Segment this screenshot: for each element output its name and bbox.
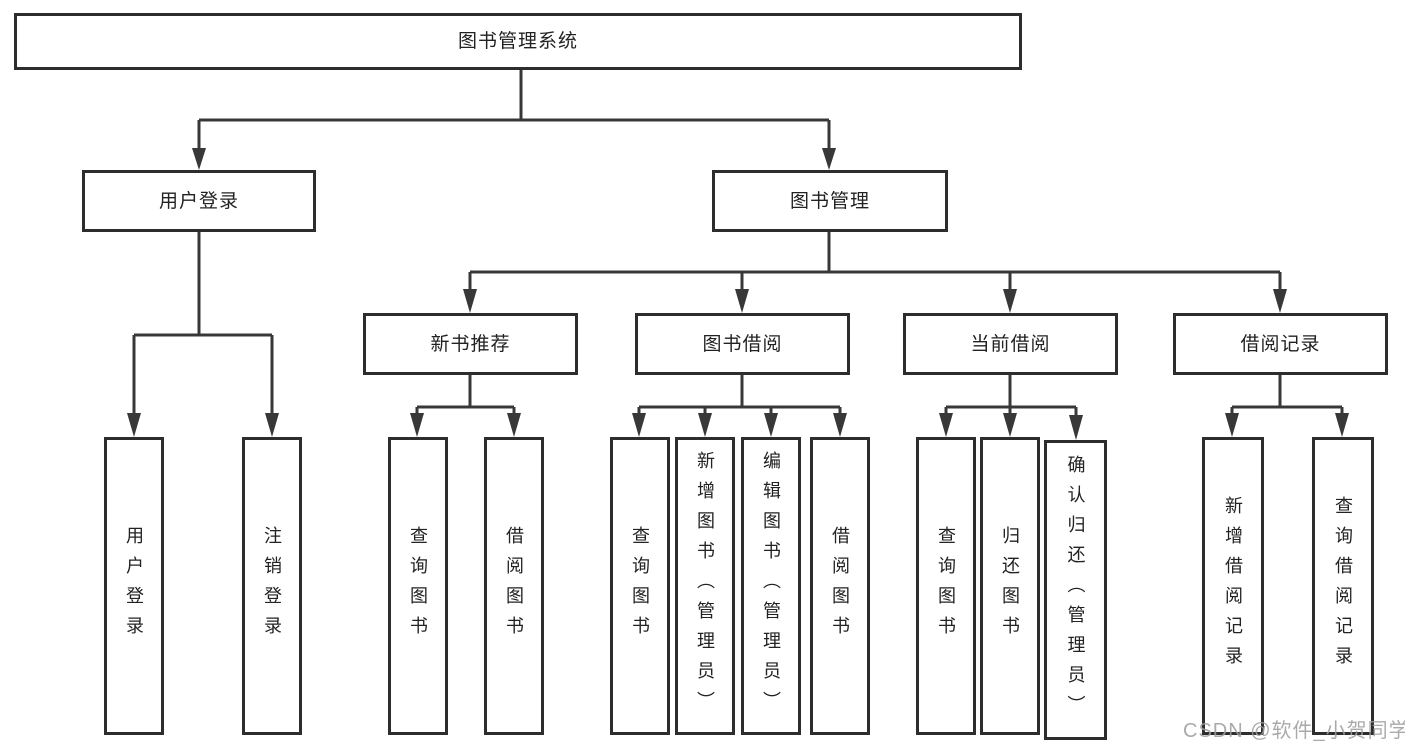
leaf-add-books-admin: 新增图书（管理员） bbox=[675, 437, 735, 735]
arrow-down-icon bbox=[632, 413, 646, 437]
arrow-down-icon bbox=[1003, 413, 1017, 437]
leaf-recommend-query-books: 查询图书 bbox=[388, 437, 448, 735]
edge-root-to-level2 bbox=[192, 70, 836, 170]
csdn-watermark: CSDN @软件_小贺同学 bbox=[1183, 720, 1405, 742]
node-label: 新增借阅记录 bbox=[1223, 496, 1243, 676]
node-label: 查询图书 bbox=[936, 526, 956, 646]
edge-current-borrow-to-leaves bbox=[939, 375, 1083, 440]
arrow-down-icon bbox=[1273, 289, 1287, 313]
leaf-user-login: 用户登录 bbox=[104, 437, 164, 735]
arrow-down-icon bbox=[463, 289, 477, 313]
arrow-down-icon bbox=[1003, 289, 1017, 313]
node-label: 新增图书（管理员） bbox=[695, 451, 715, 721]
arrow-down-icon bbox=[939, 413, 953, 437]
leaf-logout: 注销登录 bbox=[242, 437, 302, 735]
node-label: 当前借阅 bbox=[970, 333, 1051, 355]
node-label: 归还图书 bbox=[1000, 526, 1020, 646]
arrow-down-icon bbox=[127, 413, 141, 437]
node-label: 借阅图书 bbox=[504, 526, 524, 646]
arrow-down-icon bbox=[735, 289, 749, 313]
node-label: 用户登录 bbox=[124, 526, 144, 646]
node-label: 新书推荐 bbox=[430, 333, 511, 355]
arrow-down-icon bbox=[822, 148, 836, 170]
node-book-borrow: 图书借阅 bbox=[635, 313, 850, 375]
edge-book-management-to-level3 bbox=[463, 232, 1287, 313]
node-current-borrow: 当前借阅 bbox=[903, 313, 1118, 375]
edge-new-book-recommend-to-leaves bbox=[410, 375, 521, 437]
leaf-borrow-books: 借阅图书 bbox=[810, 437, 870, 735]
node-label: 确认归还（管理员） bbox=[1065, 455, 1086, 725]
node-library-management-system: 图书管理系统 bbox=[14, 13, 1022, 70]
node-borrow-records: 借阅记录 bbox=[1173, 313, 1388, 375]
leaf-recommend-borrow-books: 借阅图书 bbox=[484, 437, 544, 735]
leaf-current-query-books: 查询图书 bbox=[916, 437, 976, 735]
node-label: 图书管理 bbox=[789, 190, 870, 212]
arrow-down-icon bbox=[192, 148, 206, 170]
node-label: 查询借阅记录 bbox=[1333, 496, 1353, 676]
node-label: 借阅图书 bbox=[830, 526, 850, 646]
arrow-down-icon bbox=[265, 413, 279, 437]
arrow-down-icon bbox=[698, 413, 712, 437]
node-label: 借阅记录 bbox=[1240, 333, 1321, 355]
node-label: 查询图书 bbox=[408, 526, 428, 646]
leaf-confirm-return-admin: 确认归还（管理员） bbox=[1044, 440, 1107, 740]
arrow-down-icon bbox=[1069, 415, 1083, 440]
node-user-login: 用户登录 bbox=[82, 170, 316, 232]
arrow-down-icon bbox=[833, 413, 847, 437]
leaf-borrow-query-books: 查询图书 bbox=[610, 437, 670, 735]
arrow-down-icon bbox=[410, 413, 424, 437]
arrow-down-icon bbox=[1335, 413, 1349, 437]
node-label: 查询图书 bbox=[630, 526, 650, 646]
leaf-query-borrow-record: 查询借阅记录 bbox=[1312, 437, 1374, 735]
node-label: 注销登录 bbox=[262, 526, 282, 646]
leaf-return-books: 归还图书 bbox=[980, 437, 1040, 735]
arrow-down-icon bbox=[507, 413, 521, 437]
edge-book-borrow-to-leaves bbox=[632, 375, 847, 437]
node-book-management: 图书管理 bbox=[712, 170, 948, 232]
leaf-edit-books-admin: 编辑图书（管理员） bbox=[741, 437, 801, 735]
arrow-down-icon bbox=[764, 413, 778, 437]
node-label: 用户登录 bbox=[158, 190, 239, 212]
node-new-book-recommend: 新书推荐 bbox=[363, 313, 578, 375]
edge-user-login-to-leaves bbox=[127, 232, 279, 437]
node-label: 图书借阅 bbox=[702, 333, 783, 355]
edge-borrow-records-to-leaves bbox=[1225, 375, 1349, 437]
leaf-add-borrow-record: 新增借阅记录 bbox=[1202, 437, 1264, 735]
node-label: 图书管理系统 bbox=[457, 31, 578, 52]
node-label: 编辑图书（管理员） bbox=[761, 451, 781, 721]
arrow-down-icon bbox=[1225, 413, 1239, 437]
